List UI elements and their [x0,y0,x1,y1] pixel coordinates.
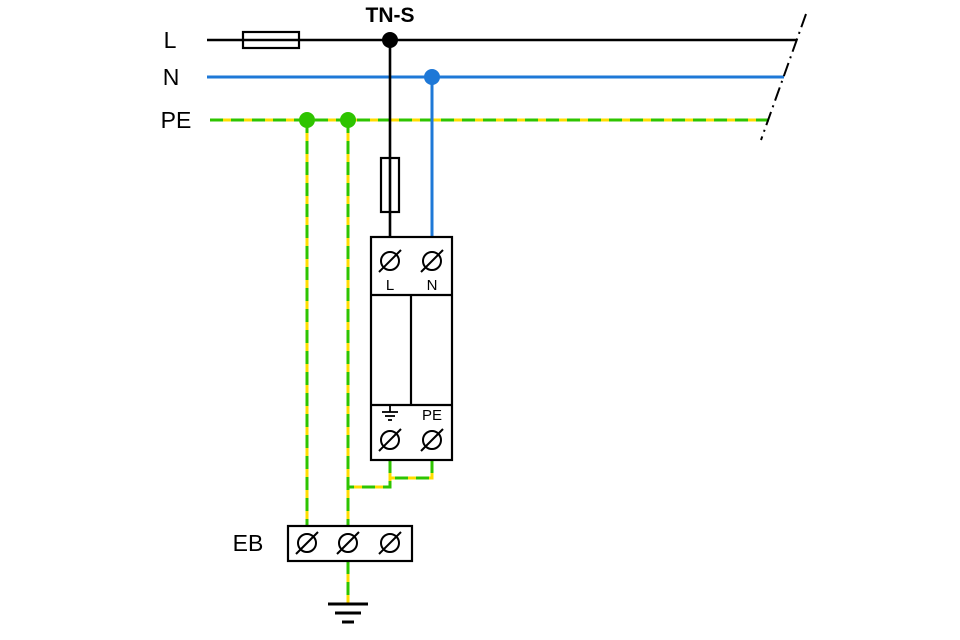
earth-bar [286,524,414,563]
wire-green-layer [348,460,392,489]
continuation-break-icon [760,13,807,141]
ground-symbol-icon [328,602,368,624]
spd-terminal-pe-label: PE [422,407,442,424]
pe-junction-node-1 [299,112,315,128]
conductor-label-n: N [163,64,180,90]
l-fuse-icon [241,30,301,50]
conductor-label-l: L [164,27,177,53]
spd-fuse-icon [379,156,401,214]
spd-device: L N PE [369,235,454,462]
spd-terminal-n-label: N [427,277,438,294]
wire-green-layer [390,460,434,480]
wire-yellow-layer [348,460,392,489]
eb-label: EB [233,530,264,556]
n-junction-node [424,69,440,85]
spd-earth-symbol-icon [382,406,398,421]
system-type-label: TN-S [366,4,415,27]
pe-junction-node-2 [340,112,356,128]
wire-yellow-layer [390,460,434,480]
spd-earth-terminal-wire [348,460,392,489]
spd-pe-terminal-wire [390,460,434,480]
conductor-label-pe: PE [161,107,192,133]
spd-terminal-l-label: L [386,277,394,294]
l-junction-node [382,32,398,48]
